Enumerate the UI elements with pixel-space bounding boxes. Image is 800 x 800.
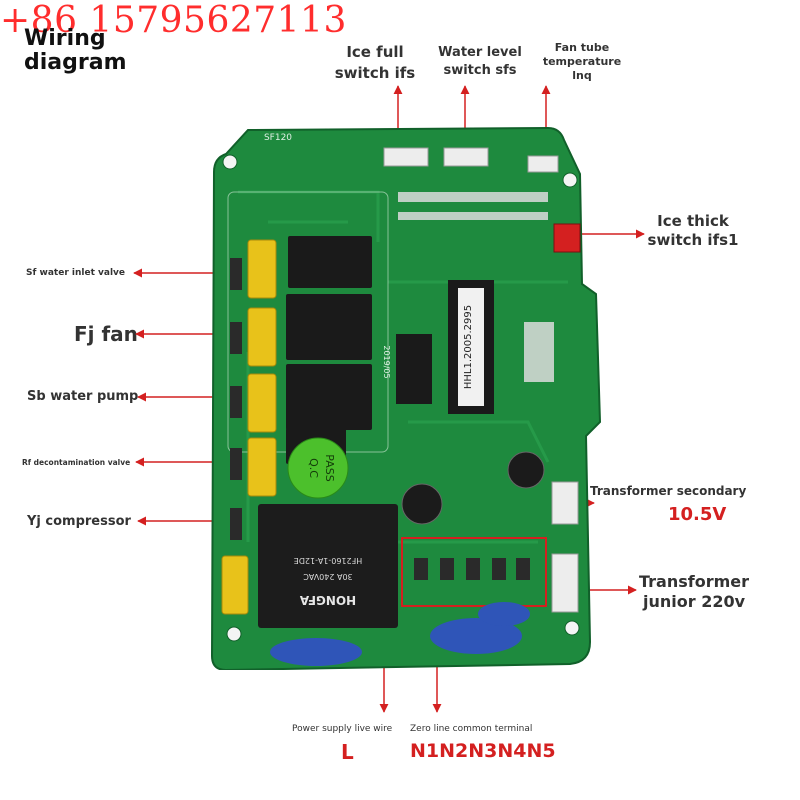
connector-transformer-junior: [551, 553, 579, 613]
mount-hole: [222, 154, 238, 170]
mount-hole: [564, 620, 580, 636]
label-transformer-junior: Transformer junior 220v: [638, 572, 749, 611]
label-fan-tube-temperature: Fan tube temperature lnq: [542, 41, 622, 82]
silk-top-text: SF120: [264, 133, 292, 143]
label-power-supply-live-wire: Power supply live wire: [292, 724, 393, 734]
blue-cap-2: [430, 618, 522, 654]
capacitor-sb: [247, 373, 277, 433]
ic-small: [396, 334, 432, 404]
electrolytic-cap-2: [507, 451, 545, 489]
label-sb-water-pump: Sb water pump: [27, 389, 139, 404]
connector-transformer-secondary: [551, 481, 579, 525]
qc-sticker: [287, 437, 349, 499]
label-water-level-switch: Water level switch sfs: [438, 45, 522, 78]
connector-ice-thick: [553, 223, 581, 253]
capacitor-yj: [221, 555, 249, 615]
label-zero-line-common-terminal: Zero line common terminal: [410, 724, 533, 734]
electrolytic-cap-1: [401, 483, 443, 525]
mount-hole: [226, 626, 242, 642]
qc-line1: Q.C: [307, 458, 320, 478]
chip-label: [458, 288, 484, 406]
capacitor-rf: [247, 437, 277, 497]
relay-model-text: HF2160-1A-12DE: [294, 556, 363, 565]
connector-ice-full: [383, 147, 429, 167]
relay-2: [286, 294, 372, 360]
relay-3: [286, 364, 372, 430]
connector-fan-tube: [527, 155, 559, 173]
capacitor-fj: [247, 307, 277, 367]
label-ice-full-switch: Ice full switch ifs: [334, 43, 416, 82]
relay-brand-text: HONGFA: [299, 593, 356, 607]
qc-line2: PASS: [323, 454, 336, 481]
chip-label-text: HHL1.2005.2995: [463, 305, 474, 389]
label-yj-compressor: Yj compressor: [27, 514, 131, 529]
label-fj-fan: Fj fan: [74, 322, 138, 346]
label-ice-thick-switch: Ice thick switch ifs1: [647, 212, 739, 249]
label-zero-line-symbol: N1N2N3N4N5: [410, 740, 556, 762]
label-rf-decontamination-valve: Rf decontamination valve: [22, 458, 131, 467]
date-text: 2019/05: [382, 345, 391, 378]
connector-water-level: [443, 147, 489, 167]
capacitor-sf: [247, 239, 277, 299]
pcb-board: HONGFA HF2160-1A-12DE 30A 240VAC Q.C PAS…: [210, 126, 602, 670]
blue-cap-1: [270, 638, 362, 666]
blue-cap-3: [478, 602, 530, 626]
n-terminal-box: [401, 537, 547, 607]
phone-number: +86 15795627113: [0, 0, 347, 41]
relay-rating-text: 30A 240VAC: [303, 572, 353, 581]
diagram-title: Wiring diagram: [24, 26, 127, 75]
label-transformer-secondary-value: 10.5V: [668, 504, 727, 525]
relay-main: [258, 504, 398, 628]
label-live-wire-symbol: L: [341, 740, 354, 764]
label-sf-water-inlet-valve: Sf water inlet valve: [26, 268, 126, 278]
mount-hole: [562, 172, 578, 188]
label-transformer-secondary: Transformer secondary: [590, 484, 747, 498]
relay-1: [288, 236, 372, 288]
